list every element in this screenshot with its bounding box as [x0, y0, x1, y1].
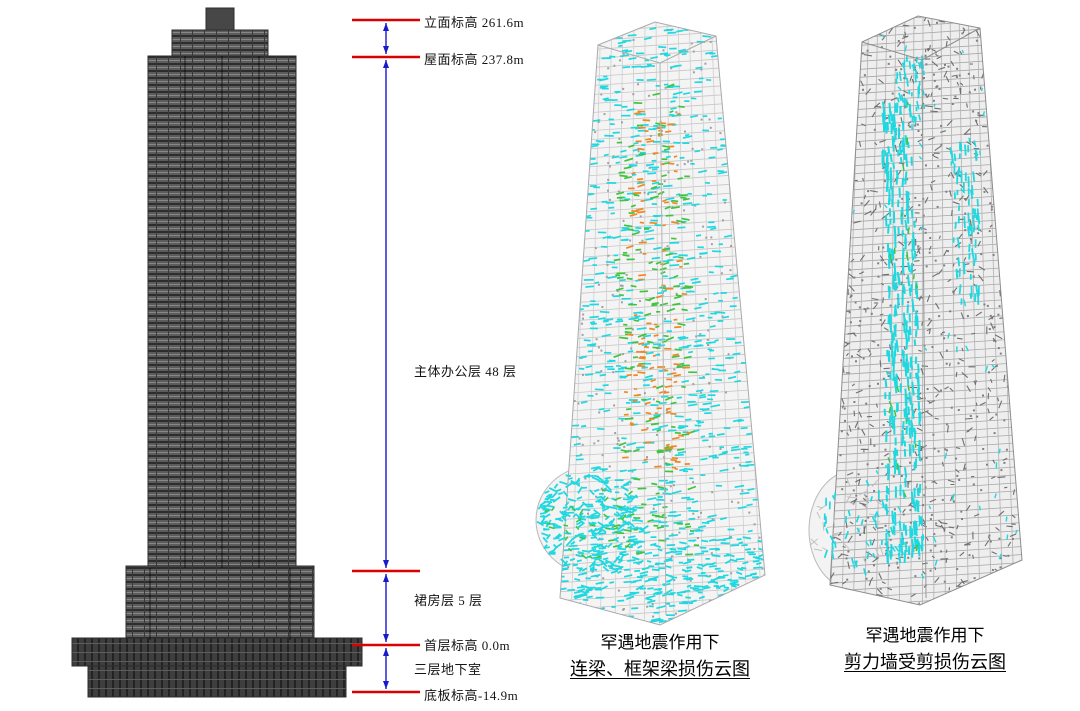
label-basement: 三层地下室: [414, 662, 482, 677]
label-facade-elevation: 立面标高 261.6m: [424, 15, 525, 30]
caption-beam-damage: 罕遇地震作用下 连梁、框架梁损伤云图: [520, 630, 800, 683]
label-roof-elevation: 屋面标高 237.8m: [424, 52, 525, 67]
level-marker-lines: [352, 18, 420, 694]
label-ground-elevation: 首层标高 0.0m: [424, 638, 511, 653]
label-podium-floors: 裙房层 5 层: [414, 593, 483, 608]
shaft-mullions: [149, 56, 291, 640]
caption-wall-line2: 剪力墙受剪损伤云图: [844, 651, 1006, 672]
label-slab-elevation: 底板标高-14.9m: [424, 688, 519, 703]
building-elevation-drawing: [71, 7, 420, 698]
caption-beam-line2: 连梁、框架梁损伤云图: [570, 658, 750, 679]
caption-wall-damage: 罕遇地震作用下 剪力墙受剪损伤云图: [795, 623, 1055, 676]
building-shaft: [147, 55, 297, 569]
wall-damage-3d-view: [808, 15, 1023, 606]
building-crown: [171, 29, 269, 59]
building-basement-upper: [71, 637, 363, 667]
building-basement-lower: [87, 665, 347, 698]
building-silhouette: [71, 7, 363, 698]
label-office-floors: 主体办公层 48 层: [414, 364, 517, 379]
caption-wall-line1: 罕遇地震作用下: [865, 626, 985, 645]
beam-damage-3d-view: [535, 21, 766, 626]
building-podium: [125, 565, 315, 641]
caption-beam-line1: 罕遇地震作用下: [600, 633, 720, 652]
